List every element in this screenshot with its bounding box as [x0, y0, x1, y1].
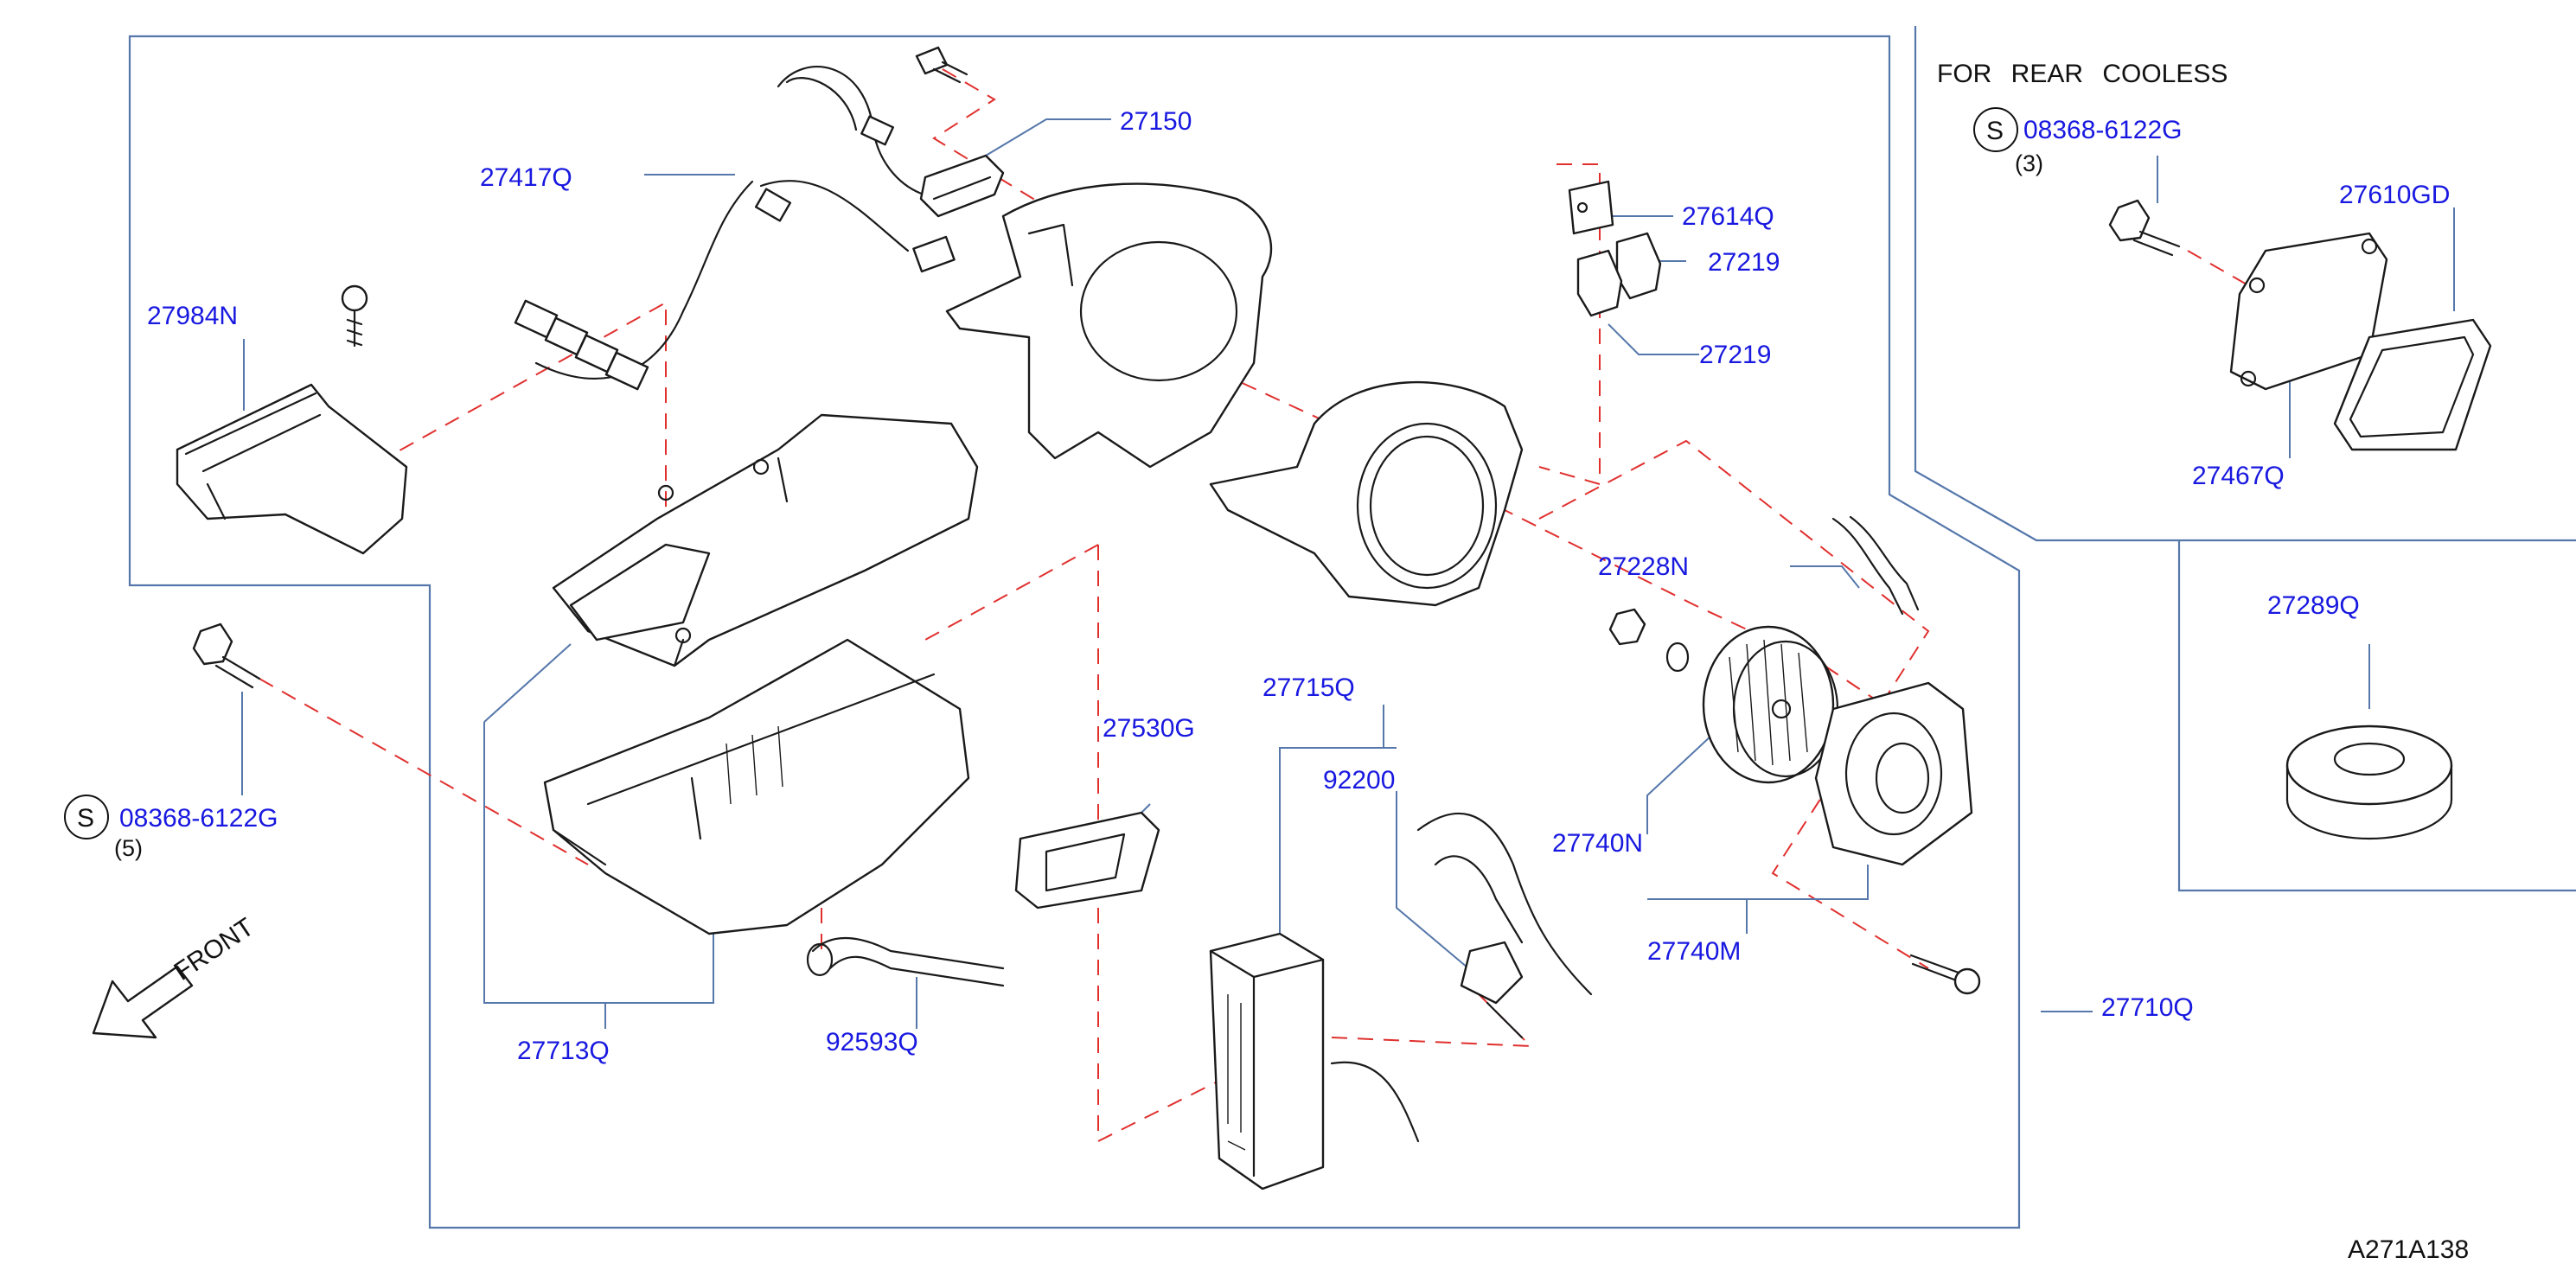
label-27610GD[interactable]: 27610GD	[2339, 181, 2450, 209]
label-27713Q[interactable]: 27713Q	[517, 1037, 610, 1065]
label-27417Q[interactable]: 27417Q	[480, 163, 572, 192]
drawing-code: A271A138	[2348, 1235, 2469, 1264]
seal-27610GD	[2333, 318, 2492, 451]
rear-cooless-note: FOR REAR COOLESS	[1937, 60, 2228, 88]
drain-hose-92593Q	[806, 937, 1005, 987]
relay-bracket-27614Q	[1568, 180, 1614, 235]
label-27710Q[interactable]: 27710Q	[2101, 993, 2194, 1022]
svg-text:S: S	[77, 804, 94, 833]
duct-27984N	[176, 383, 408, 555]
inset-boundary-27289Q	[2177, 540, 2576, 892]
bolt-left-qty: (5)	[114, 835, 143, 861]
front-label: FRONT	[169, 913, 259, 986]
std-symbol-right: S	[1973, 107, 2018, 152]
main-assembly-boundary	[128, 35, 2021, 1229]
bracket-27530G	[1014, 811, 1160, 910]
label-27219-lower[interactable]: 27219	[1699, 341, 1771, 369]
blower-upper-case	[945, 182, 1273, 469]
relay-27219-b	[1576, 249, 1623, 317]
blower-lower-case	[1209, 380, 1524, 607]
label-92200[interactable]: 92200	[1323, 766, 1395, 795]
heater-unit-housing	[552, 413, 979, 667]
screw-27984N	[341, 284, 368, 348]
grommet-27289Q	[2285, 724, 2453, 840]
bolt-right-08368	[2108, 199, 2181, 257]
hose-27228N	[1831, 515, 1920, 616]
label-27150[interactable]: 27150	[1120, 107, 1192, 136]
evaporator-housing-27713Q	[543, 638, 970, 935]
relay-27219-a	[1615, 232, 1662, 300]
label-92593Q[interactable]: 92593Q	[826, 1028, 918, 1056]
blower-motor-27740M	[1814, 681, 1973, 866]
label-bolt-right[interactable]: 08368-6122G	[2023, 116, 2183, 144]
label-bolt-left[interactable]: 08368-6122G	[119, 804, 278, 833]
nut-27740	[1608, 608, 1690, 673]
bolt-left-08368	[192, 622, 261, 689]
label-27715Q[interactable]: 27715Q	[1262, 673, 1355, 702]
std-symbol-left: S	[64, 795, 109, 839]
label-27740M[interactable]: 27740M	[1647, 937, 1741, 966]
resistor-27150	[919, 154, 1005, 218]
leader-lines	[241, 118, 2455, 1029]
bolt-right-qty: (3)	[2015, 150, 2043, 176]
svg-text:S: S	[1986, 117, 2004, 145]
screw-top	[915, 46, 968, 84]
label-27219-upper[interactable]: 27219	[1708, 248, 1780, 277]
front-arrow-icon	[92, 965, 194, 1039]
label-27467Q[interactable]: 27467Q	[2192, 462, 2285, 490]
label-27740N[interactable]: 27740N	[1552, 829, 1643, 858]
label-27228N[interactable]: 27228N	[1598, 552, 1689, 581]
cover-27467Q	[2229, 232, 2388, 391]
label-27614Q[interactable]: 27614Q	[1682, 202, 1774, 231]
expansion-valve-92200	[1416, 812, 1593, 1039]
rear-cooless-boundary	[1914, 26, 2576, 542]
label-27289Q[interactable]: 27289Q	[2267, 591, 2360, 620]
label-27530G[interactable]: 27530G	[1103, 714, 1195, 743]
evaporator-core-27715Q	[1209, 932, 1420, 1190]
label-27984N[interactable]: 27984N	[147, 302, 238, 330]
assembly-dashed-lines	[259, 68, 2249, 1143]
wiring-harness-27417Q	[514, 66, 996, 391]
screw-lower-right	[1909, 954, 1981, 995]
blower-fan-27740N	[1702, 625, 1839, 784]
